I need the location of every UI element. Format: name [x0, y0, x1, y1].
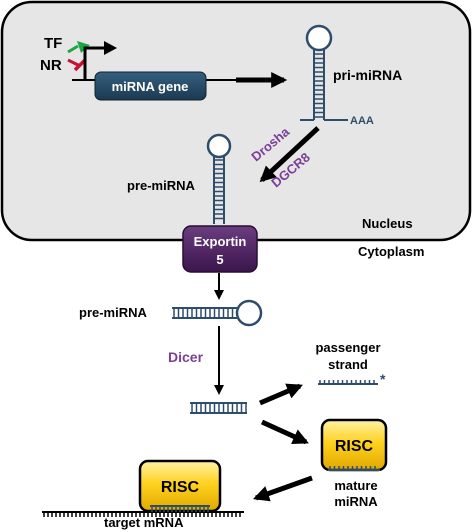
pre-mirna-hairpin-nucleus: [206, 133, 232, 224]
mirna-duplex: [190, 402, 247, 414]
exportin5-label-line1: Exportin: [194, 234, 247, 249]
tf-label: TF: [44, 35, 62, 52]
target-mrna-label: target mRNA: [104, 515, 184, 530]
cytoplasm-label: Cytoplasm: [358, 244, 424, 259]
risc-mature-label: RISC: [335, 438, 374, 455]
mature-arrow: [260, 419, 309, 445]
pre-mirna-cytoplasm-label: pre-miRNA: [79, 305, 148, 320]
target-mrna: [42, 505, 244, 517]
passenger-asterisk: *: [380, 371, 386, 387]
drosha-processing-arrow: [259, 126, 320, 183]
poly-a-tail: AAA: [350, 115, 374, 127]
passenger-label-line1: passenger: [315, 340, 380, 355]
mirna-gene-box: [94, 71, 207, 101]
mature-caption-line1: mature: [334, 478, 377, 493]
promoter-arrow-icon: [83, 41, 117, 80]
passenger-label-line2: strand: [328, 357, 368, 372]
dicer-label: Dicer: [168, 349, 204, 365]
exportin5-label-line2: 5: [216, 252, 223, 267]
pre-mirna-hairpin-cytoplasm: [172, 299, 263, 327]
mature-mirna-strand: [328, 466, 380, 471]
passenger-strand: [318, 380, 378, 385]
pri-mirna-label: pri-miRNA: [333, 67, 402, 83]
risc-target-label: RISC: [161, 479, 200, 496]
mirna-gene-label: miRNA gene: [112, 79, 189, 94]
nr-repression-icon: [67, 58, 87, 72]
target-arrow: [252, 475, 313, 502]
exportin5-box: [182, 225, 258, 273]
pre-mirna-nucleus-label: pre-miRNA: [127, 178, 196, 193]
nucleus-label: Nucleus: [362, 216, 413, 231]
mature-caption-line2: miRNA: [334, 494, 378, 509]
nucleus-compartment: [0, 0, 472, 242]
passenger-arrow: [259, 383, 303, 406]
pri-mirna-hairpin: [300, 24, 348, 121]
nr-label: NR: [40, 57, 62, 74]
